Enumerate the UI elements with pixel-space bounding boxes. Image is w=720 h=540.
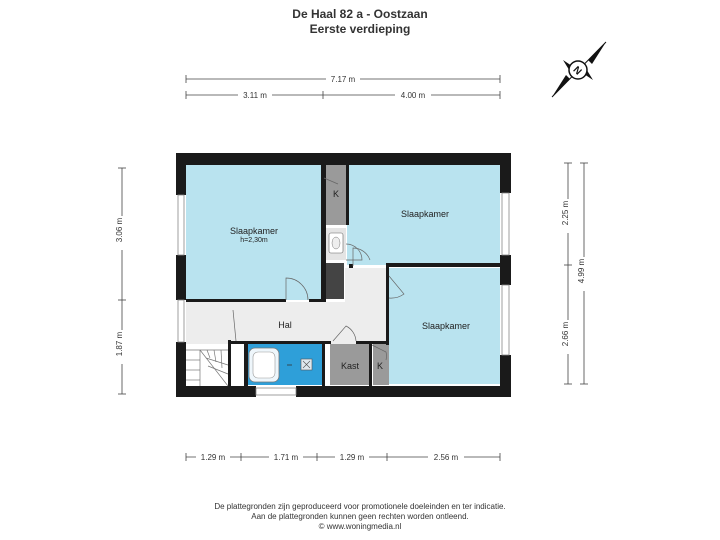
- footer-disclaimer-1: De plattegronden zijn geproduceerd voor …: [214, 502, 506, 511]
- dim-top-left: 3.11 m: [243, 91, 267, 100]
- dim-bottom-3: 1.29 m: [340, 453, 365, 462]
- room-label-k-top: K: [333, 189, 339, 199]
- doors: [232, 177, 405, 361]
- dim-left-upper: 3.06 m: [115, 217, 124, 242]
- bathtub-icon: [248, 347, 280, 383]
- room-label-slaapkamer-top-right: Slaapkamer: [401, 209, 449, 219]
- compass-icon: N: [551, 41, 607, 98]
- dimension-labels: 7.17 m 3.11 m 4.00 m 3.06 m 1.87 m 2.25 …: [115, 74, 589, 462]
- room-label-kast: Kast: [341, 361, 360, 371]
- room-label-hal: Hal: [278, 320, 292, 330]
- dim-left-lower: 1.87 m: [115, 331, 124, 356]
- cupboard-k-bottom: [373, 344, 389, 385]
- room-slaapkamer-top-right: [347, 165, 500, 265]
- shaft: [326, 263, 344, 299]
- room-slaapkamer-left: [186, 165, 324, 300]
- dim-bottom-4: 2.56 m: [434, 453, 459, 462]
- washbasin-icon: [328, 232, 344, 254]
- dim-bottom-1: 1.29 m: [201, 453, 226, 462]
- dim-top-total: 7.17 m: [331, 75, 356, 84]
- plan-title: De Haal 82 a - Oostzaan: [292, 7, 428, 21]
- windows: [177, 192, 510, 396]
- staircase: [186, 349, 229, 387]
- room-label-k-bottom: K: [377, 361, 383, 371]
- dim-top-right: 4.00 m: [401, 91, 426, 100]
- footer-copyright: © www.woningmedia.nl: [318, 522, 402, 531]
- footer-disclaimer-2: Aan de plattegronden kunnen geen rechten…: [251, 512, 469, 521]
- room-height-label: h=2,30m: [240, 237, 268, 244]
- dim-right-lower: 2.66 m: [561, 321, 570, 346]
- walls: [176, 153, 511, 397]
- floor-name: Eerste verdieping: [309, 22, 411, 36]
- dim-right-total: 4.99 m: [577, 258, 586, 283]
- cupboard-k-top: [326, 165, 346, 225]
- room-label-slaapkamer-bottom-right: Slaapkamer: [422, 321, 470, 331]
- drain-icon: [300, 358, 313, 371]
- room-label-slaapkamer-left: Slaapkamer: [230, 226, 278, 236]
- room-slaapkamer-bottom-right: [389, 268, 500, 384]
- hall-upper: [345, 268, 389, 302]
- dim-right-upper: 2.25 m: [561, 200, 570, 225]
- room-kast: [330, 344, 370, 385]
- dim-bottom-2: 1.71 m: [274, 453, 299, 462]
